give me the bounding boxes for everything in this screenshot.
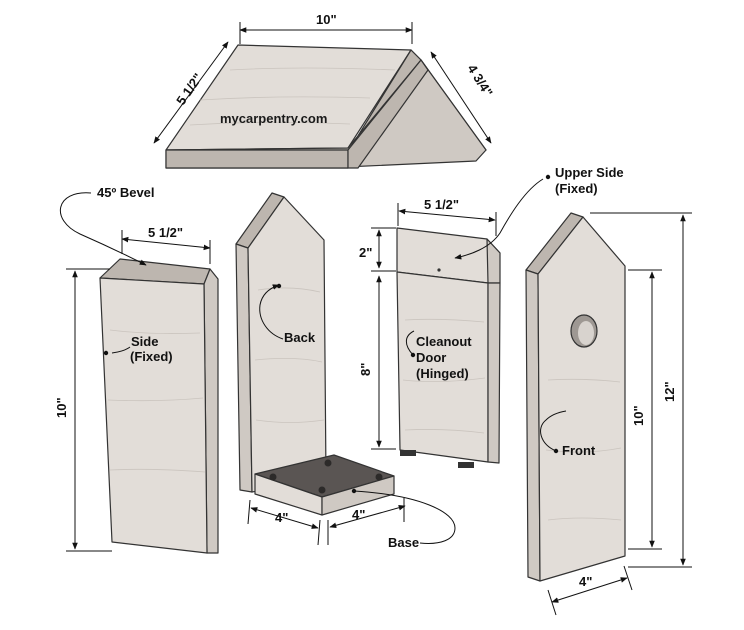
base-depth-dimension [250, 507, 319, 529]
cleanout-door-panel [396, 227, 501, 468]
front-height-tall-label: 12" [662, 381, 677, 402]
front-panel [525, 212, 626, 582]
cleanout-name-line2: Door [416, 350, 446, 365]
side-name-line2: (Fixed) [130, 349, 173, 364]
cleanout-upper-line2: (Fixed) [555, 181, 598, 196]
cleanout-upper-line1: Upper Side [555, 165, 624, 180]
front-leader [540, 410, 567, 452]
base-label: Base [388, 535, 419, 550]
side-name-line1: Side [131, 334, 158, 349]
side-height-label: 10" [54, 397, 69, 418]
base-width-dimension [329, 505, 406, 528]
roof-slope-right-label: 4 3/4" [464, 62, 495, 100]
roof-slope-left-dimension [153, 41, 229, 144]
front-width-dimension [551, 577, 628, 603]
back-panel [235, 192, 327, 493]
cleanout-name-line1: Cleanout [416, 334, 472, 349]
roof-slope-right-dimension [430, 51, 492, 144]
roof-left-edge [165, 149, 349, 169]
base-leader [353, 490, 456, 544]
front-label: Front [562, 443, 596, 458]
watermark-text: mycarpentry.com [220, 111, 327, 126]
base-width-label: 4" [352, 507, 365, 522]
front-height-short-label: 10" [631, 405, 646, 426]
cleanout-door-height-label: 8" [358, 363, 373, 376]
base-depth-label: 4" [275, 510, 288, 525]
side-width-dimension [121, 236, 211, 251]
side-panel [99, 258, 219, 554]
side-bevel-leader [60, 192, 147, 266]
roof-width-label: 10" [316, 12, 337, 27]
back-label: Back [284, 330, 316, 345]
front-width-label: 4" [579, 574, 592, 589]
cleanout-width-dimension [398, 208, 496, 223]
cleanout-width-label: 5 1/2" [424, 197, 459, 212]
side-width-label: 5 1/2" [148, 225, 183, 240]
back-leader [259, 284, 284, 340]
cleanout-top-label: 2" [359, 245, 372, 260]
side-bevel-label: 45º Bevel [97, 185, 155, 200]
cleanout-upper-leader [454, 178, 544, 260]
cleanout-name-line3: (Hinged) [416, 366, 469, 381]
roof-right-edge [347, 59, 429, 169]
